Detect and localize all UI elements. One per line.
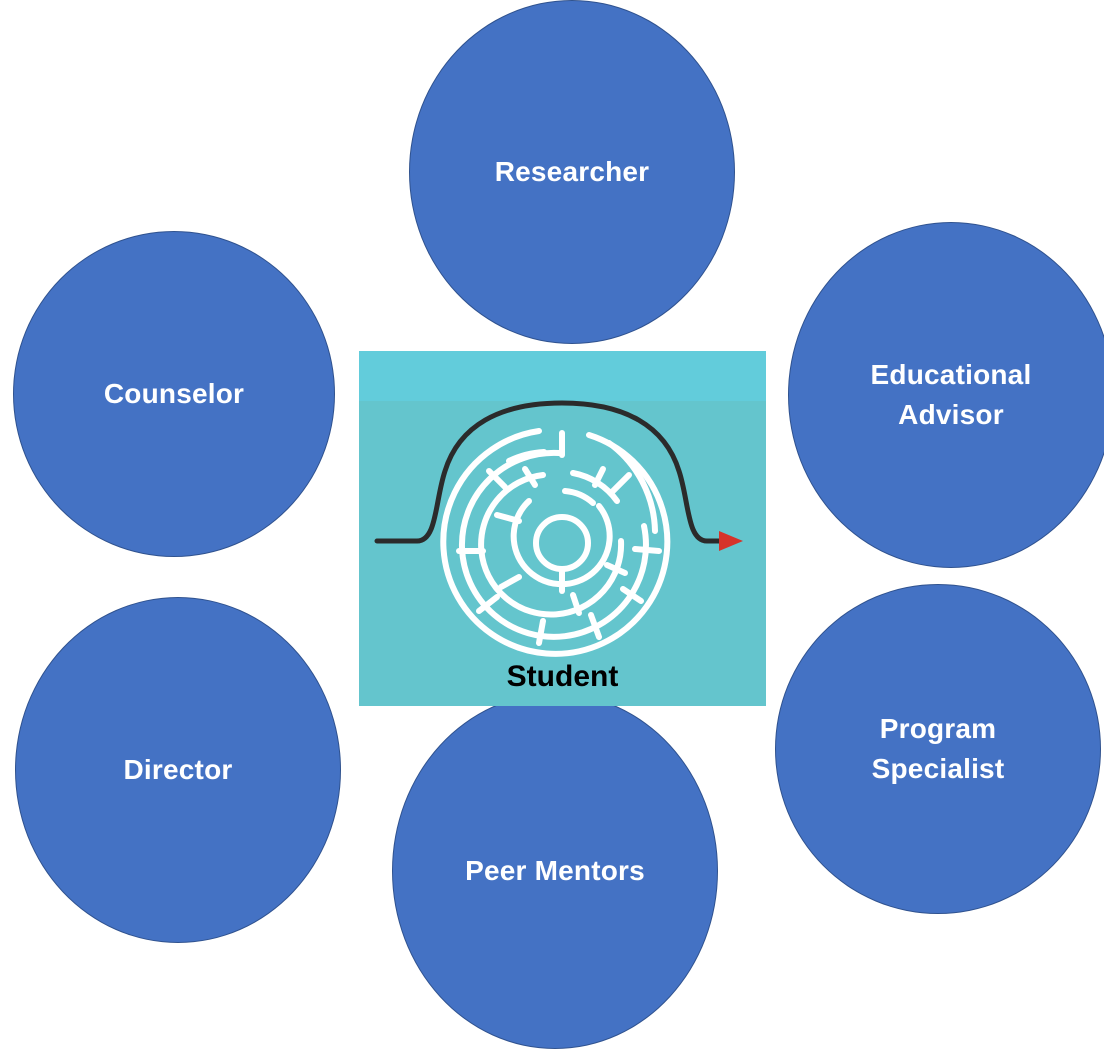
peer-mentors-circle: Peer Mentors bbox=[392, 693, 718, 1049]
panel-top-band bbox=[359, 351, 766, 401]
arrow-head-icon bbox=[719, 531, 743, 551]
program-specialist-label: Program Specialist bbox=[871, 713, 1005, 784]
educational-advisor-circle: Educational Advisor bbox=[788, 222, 1104, 568]
researcher-label: Researcher bbox=[494, 156, 650, 187]
counselor-circle: Counselor bbox=[13, 231, 335, 557]
program-specialist-circle: Program Specialist bbox=[775, 584, 1101, 914]
researcher-circle: Researcher bbox=[409, 0, 735, 344]
counselor-label: Counselor bbox=[103, 378, 245, 409]
peer-mentors-label: Peer Mentors bbox=[465, 855, 645, 886]
maze-illustration bbox=[374, 400, 743, 657]
maze-icon bbox=[440, 428, 671, 657]
educational-advisor-label: Educational Advisor bbox=[870, 359, 1032, 430]
student-label: Student bbox=[506, 660, 619, 693]
director-circle: Director bbox=[15, 597, 341, 943]
student-center-panel: Student bbox=[359, 351, 766, 706]
path-line bbox=[374, 400, 722, 544]
director-label: Director bbox=[123, 754, 233, 785]
